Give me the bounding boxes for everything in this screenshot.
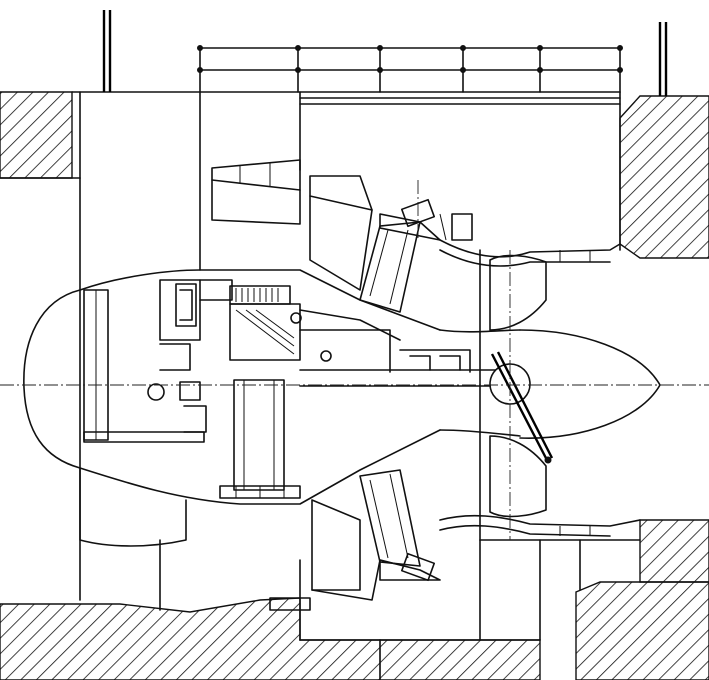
structure-outlines bbox=[0, 91, 641, 641]
concrete-upper-right bbox=[619, 95, 709, 259]
lower-casing-segments bbox=[269, 499, 641, 611]
bulb-housing bbox=[79, 269, 521, 505]
upper-guide-vane bbox=[359, 198, 473, 313]
lower-guide-vane bbox=[359, 469, 436, 582]
generator-stator bbox=[219, 285, 301, 499]
runner-hub bbox=[489, 329, 661, 464]
centerlines bbox=[0, 180, 709, 540]
main-shaft bbox=[290, 309, 501, 387]
discharge-ring bbox=[479, 249, 620, 541]
concrete-upper-left bbox=[0, 91, 73, 179]
concrete-lower-right bbox=[575, 519, 709, 680]
concrete-lower-left bbox=[0, 597, 381, 680]
concrete-bottom-strip bbox=[379, 639, 541, 680]
bulb-nose bbox=[23, 289, 187, 547]
generator-frame bbox=[83, 279, 233, 443]
vertical-posts bbox=[102, 10, 668, 96]
top-handrail bbox=[197, 45, 623, 93]
